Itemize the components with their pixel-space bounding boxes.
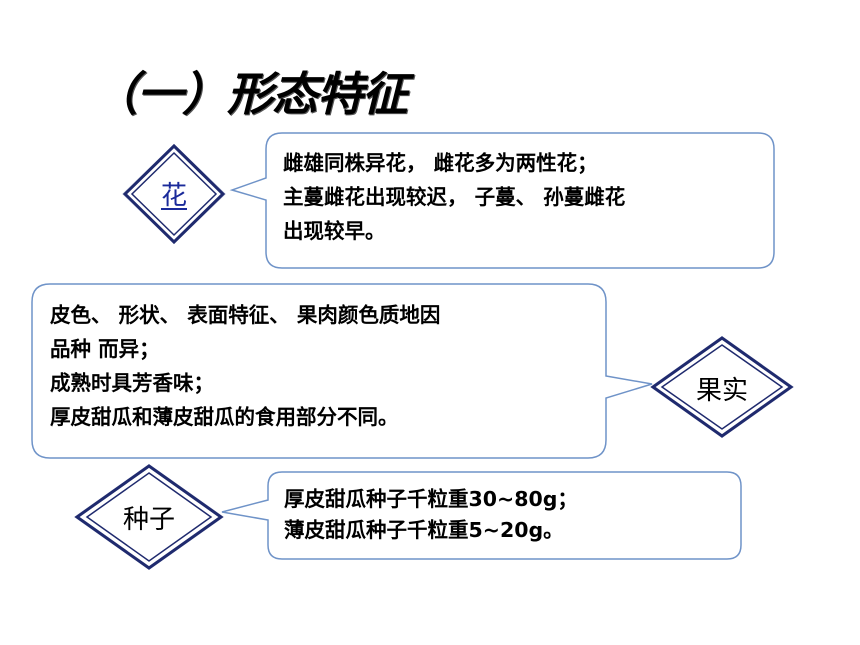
fruit-line-1: 皮色、 形状、 表面特征、 果肉颜色质地因: [50, 303, 441, 327]
flower-label[interactable]: 花: [160, 181, 187, 211]
fruit-line-3: 成熟时具芳香味；: [50, 371, 214, 395]
fruit-line-2: 品种 而异；: [50, 337, 160, 361]
slide-title: （一）形态特征: [92, 67, 408, 121]
seed-diamond[interactable]: [72, 462, 226, 572]
flower-line-2: 主蔓雌花出现较迟， 子蔓、 孙蔓雌花: [283, 185, 626, 209]
seed-line-2: 薄皮甜瓜种子千粒重5~20g。: [284, 518, 564, 542]
flower-line-3: 出现较早。: [283, 219, 386, 243]
fruit-diamond[interactable]: [648, 334, 796, 440]
seed-label[interactable]: 种子: [122, 505, 175, 535]
fruit-line-4: 厚皮甜瓜和薄皮甜瓜的食用部分不同。: [50, 405, 399, 429]
fruit-label[interactable]: 果实: [695, 376, 748, 406]
flower-line-1: 雌雄同株异花， 雌花多为两性花；: [283, 151, 598, 175]
flower-diamond[interactable]: [120, 142, 228, 246]
seed-line-1: 厚皮甜瓜种子千粒重30~80g；: [284, 487, 578, 511]
